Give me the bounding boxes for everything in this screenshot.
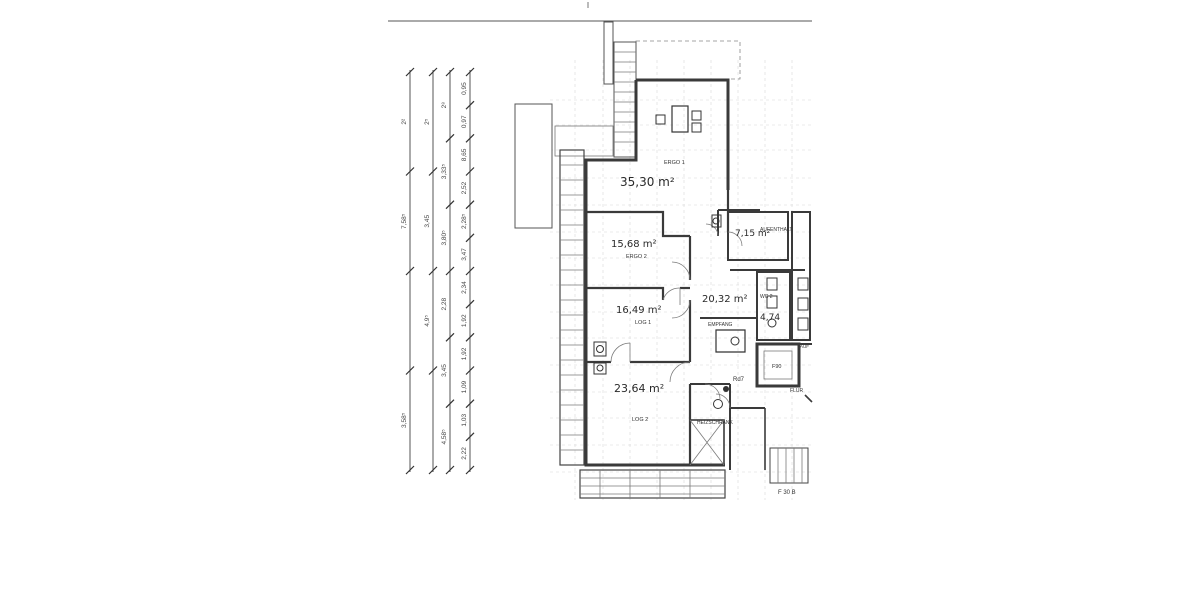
dimension-tick <box>405 266 415 276</box>
dimension-label: 3,47 <box>461 248 468 261</box>
dimension-ticks <box>405 67 475 475</box>
label-f30b: F 30 B <box>778 490 796 496</box>
left-balcony <box>559 149 585 466</box>
room-area-log2: 23,64 m² <box>614 382 664 395</box>
dimension-tick <box>428 366 438 375</box>
room-name-log2: LOG 2 <box>632 417 648 423</box>
dimension-tick <box>428 167 438 176</box>
dimension-tick <box>465 100 475 110</box>
dimension-tick <box>405 67 415 77</box>
dimension-labels: 2² 7,58⁵ 3,58⁵ 2⁵ 3,45 4,9⁵ 2⁸ 3,33⁵ 3,80⁵ 2,28 3,… <box>401 82 468 460</box>
label-auf: AUF <box>800 344 809 349</box>
fixtures <box>593 105 809 484</box>
dimension-label: 2⁸ <box>441 102 448 109</box>
dimension-label: 3,45 <box>424 215 431 228</box>
dimension-label: 2,28⁵ <box>461 213 468 229</box>
room-area-ergo1: 35,30 m² <box>620 175 675 189</box>
label-rd7: Rd7 <box>733 377 745 383</box>
dimension-label: 2⁵ <box>424 118 431 125</box>
dimension-tick <box>465 167 475 176</box>
room-name-heizschrank: HEIZSCHRANK <box>697 420 734 426</box>
room-name-flur: FLUR <box>790 388 803 394</box>
exterior-walls <box>584 78 730 467</box>
dimension-tick <box>445 332 455 342</box>
dimension-label: 2,34 <box>461 281 468 294</box>
room-name-ergo1: ERGO 1 <box>664 160 685 166</box>
dimension-tick <box>445 133 455 143</box>
dimension-tick <box>445 465 455 475</box>
dimension-label: 3,33⁵ <box>441 164 448 180</box>
dimension-tick <box>445 200 455 210</box>
dimension-tick <box>445 399 455 409</box>
room-name-ergo2: ERGO 2 <box>626 254 647 260</box>
dimension-label: 1,09 <box>461 380 468 393</box>
upper-stairs <box>554 21 637 158</box>
dimension-tick <box>465 332 475 342</box>
dimension-chains <box>409 70 471 472</box>
dimension-tick <box>465 200 475 210</box>
dimension-tick <box>445 266 455 276</box>
room-name-empfang: EMPFANG <box>708 322 733 328</box>
dimension-tick <box>465 465 475 475</box>
dimension-label: 7,58⁵ <box>401 213 408 229</box>
dimension-label: 4,58⁵ <box>441 429 448 445</box>
dimension-tick <box>465 266 475 276</box>
dimension-tick <box>405 366 415 375</box>
background-grid <box>550 60 812 500</box>
room-area-log1: 16,49 m² <box>616 305 662 316</box>
dimension-tick <box>405 465 415 475</box>
exterior-box <box>514 103 553 229</box>
dimension-tick <box>465 432 475 442</box>
room-area-empfang: 20,32 m² <box>702 294 748 305</box>
room-name-aufenthalt: AUFENTHALT <box>760 227 792 233</box>
dimension-tick <box>465 299 475 309</box>
room-name-log1: LOG 1 <box>635 320 651 326</box>
room-area-ergo2: 15,68 m² <box>611 239 657 250</box>
dimension-label: 1,92 <box>461 347 468 360</box>
dimension-label: 4,9⁵ <box>424 315 431 327</box>
dimension-tick <box>428 266 438 276</box>
dimension-label: 0,95 <box>461 82 468 95</box>
dimension-tick <box>445 67 455 77</box>
label-f90: F90 <box>772 364 781 370</box>
dimension-label: 2,28 <box>441 297 448 310</box>
dimension-label: 0,97 <box>461 115 468 128</box>
dimension-label: 1,92 <box>461 314 468 327</box>
roof-outline <box>635 40 741 80</box>
dimension-label: 1,03 <box>461 414 468 427</box>
dimension-label: 2² <box>401 118 408 125</box>
dimension-tick <box>465 133 475 143</box>
room-name-wc2: WC 2 <box>760 294 773 300</box>
dimension-tick <box>465 233 475 243</box>
dimension-tick <box>465 67 475 77</box>
dimension-label: 2,52 <box>461 181 468 194</box>
dimension-tick <box>428 67 438 77</box>
interior-walls <box>586 190 813 470</box>
dimension-label: 3,58⁵ <box>401 412 408 428</box>
dimension-tick <box>428 465 438 475</box>
bottom-balcony <box>579 469 726 499</box>
dimension-label: 2,22 <box>461 447 468 460</box>
dimension-tick <box>465 399 475 409</box>
room-area-aufenthalt: 7,15 m² <box>735 229 771 239</box>
room-area-wc2: 4,74 <box>760 313 780 323</box>
dimension-tick <box>405 167 415 176</box>
dimension-tick <box>465 366 475 375</box>
dimension-label: 3,80⁵ <box>441 230 448 246</box>
door-swings <box>610 223 743 409</box>
dimension-label: 3,45 <box>441 364 448 377</box>
dimension-label: 8,65 <box>461 148 468 161</box>
